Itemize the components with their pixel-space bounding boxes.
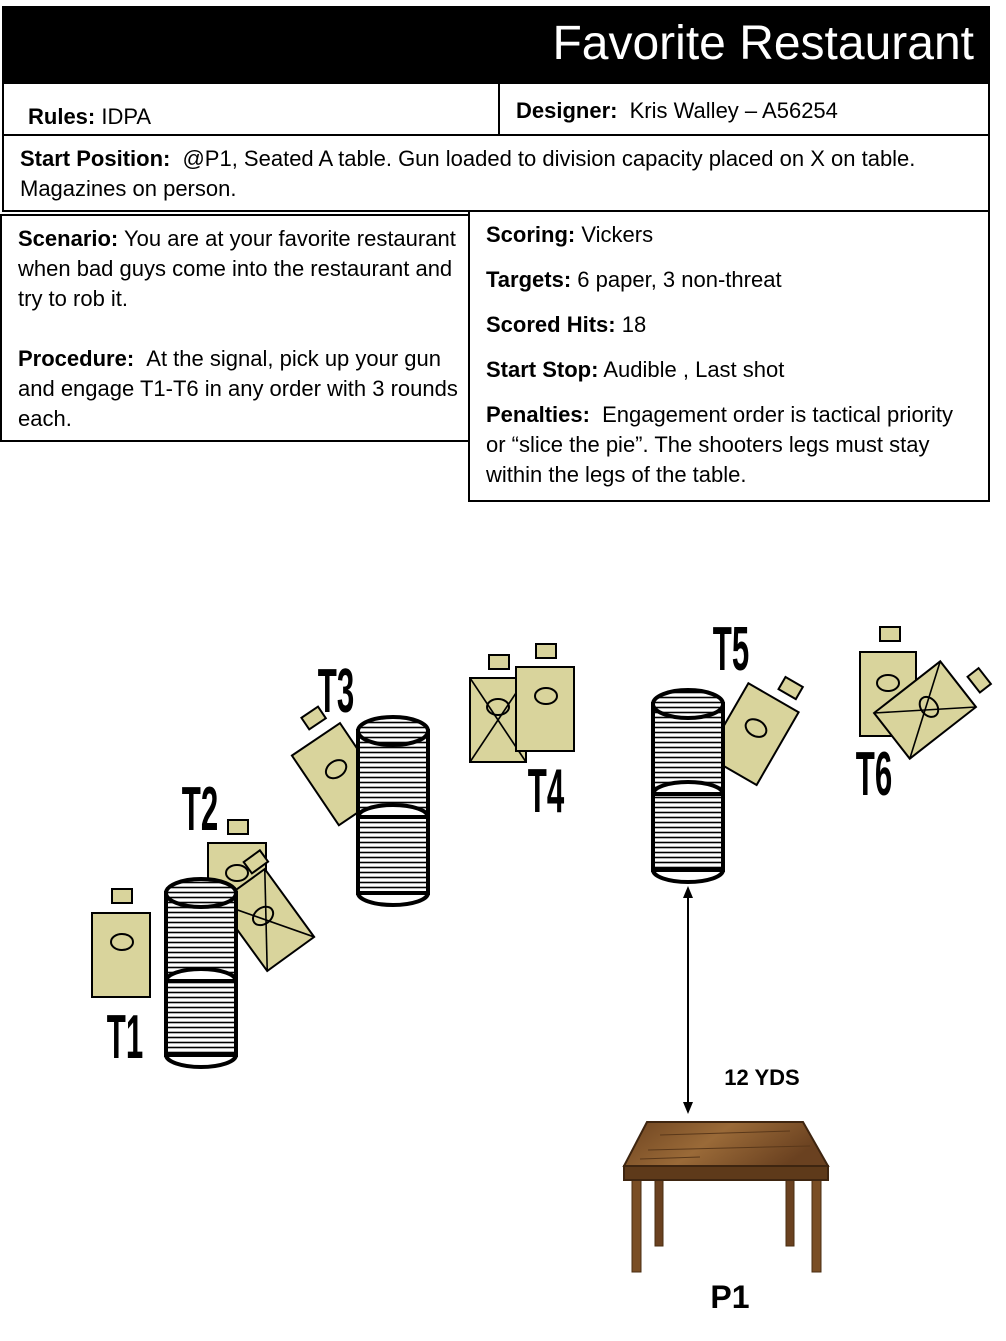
scenario-value: You are at your favorite restaurant when… [18, 226, 456, 311]
scored-hits-label: Scored Hits: [486, 312, 616, 337]
procedure-paragraph: Procedure: At the signal, pick up your g… [18, 344, 458, 434]
non-threat-target-t6 [872, 659, 993, 761]
target-t6 [859, 626, 917, 737]
table-icon [622, 1121, 830, 1273]
label-t6: T6 [856, 741, 892, 809]
label-t2: T2 [182, 776, 218, 844]
label-t5: T5 [713, 616, 749, 684]
label-t1: T1 [107, 1004, 143, 1072]
start-position-label: Start Position: [20, 146, 171, 171]
penalties-label: Penalties: [486, 402, 590, 427]
scenario-box: Scenario: You are at your favorite resta… [0, 214, 472, 442]
distance-arrow [683, 886, 693, 1114]
penalties-row: Penalties: Engagement order is tactical … [486, 400, 976, 490]
rules-box: Rules: IDPA [2, 82, 500, 136]
label-t3: T3 [318, 658, 354, 726]
scored-hits-row: Scored Hits: 18 [486, 310, 976, 340]
targets-row: Targets: 6 paper, 3 non-threat [486, 265, 976, 295]
non-threat-target-t4 [469, 654, 527, 763]
non-threat-target-t2 [216, 848, 316, 973]
designer-box: Designer: Kris Walley – A56254 [498, 82, 990, 136]
scenario-label: Scenario: [18, 226, 119, 251]
start-stop-label: Start Stop: [486, 357, 599, 382]
title-bar: Favorite Restaurant [2, 6, 990, 82]
rules-value: IDPA [101, 104, 152, 129]
procedure-value: At the signal, pick up your gun and enga… [18, 346, 458, 431]
start-stop-row: Start Stop: Audible , Last shot [486, 355, 976, 385]
barrel-stack-middle [356, 715, 430, 907]
scenario-paragraph: Scenario: You are at your favorite resta… [18, 224, 458, 314]
page-title: Favorite Restaurant [552, 17, 974, 70]
procedure-label: Procedure: [18, 346, 135, 371]
designer-value: Kris Walley – A56254 [629, 98, 838, 123]
label-t4: T4 [528, 758, 565, 826]
rules-label: Rules: [28, 104, 96, 129]
scoring-label: Scoring: [486, 222, 576, 247]
target-t1 [91, 888, 151, 998]
distance-label: 12 YDS [724, 1065, 799, 1090]
target-t2 [207, 819, 267, 928]
position-label: P1 [710, 1279, 749, 1315]
designer-label: Designer: [516, 98, 618, 123]
targets-value: 6 paper, 3 non-threat [577, 267, 782, 292]
start-position-box: Start Position: @P1, Seated A table. Gun… [2, 134, 990, 212]
start-stop-value: Audible , Last shot [603, 357, 785, 382]
start-position-value: @P1, Seated A table. Gun loaded to divis… [20, 146, 916, 201]
scored-hits-value: 18 [621, 312, 647, 337]
barrel-stack-right [651, 688, 725, 884]
target-t3 [290, 705, 389, 827]
scoring-row: Scoring: Vickers [486, 220, 976, 250]
target-t4 [515, 643, 575, 752]
details-box: Scoring: Vickers Targets: 6 paper, 3 non… [468, 210, 990, 502]
target-t5 [705, 675, 805, 787]
scoring-value: Vickers [581, 222, 654, 247]
penalties-value: Engagement order is tactical priority or… [486, 402, 953, 487]
targets-label: Targets: [486, 267, 572, 292]
barrel-stack-left [164, 877, 238, 1069]
